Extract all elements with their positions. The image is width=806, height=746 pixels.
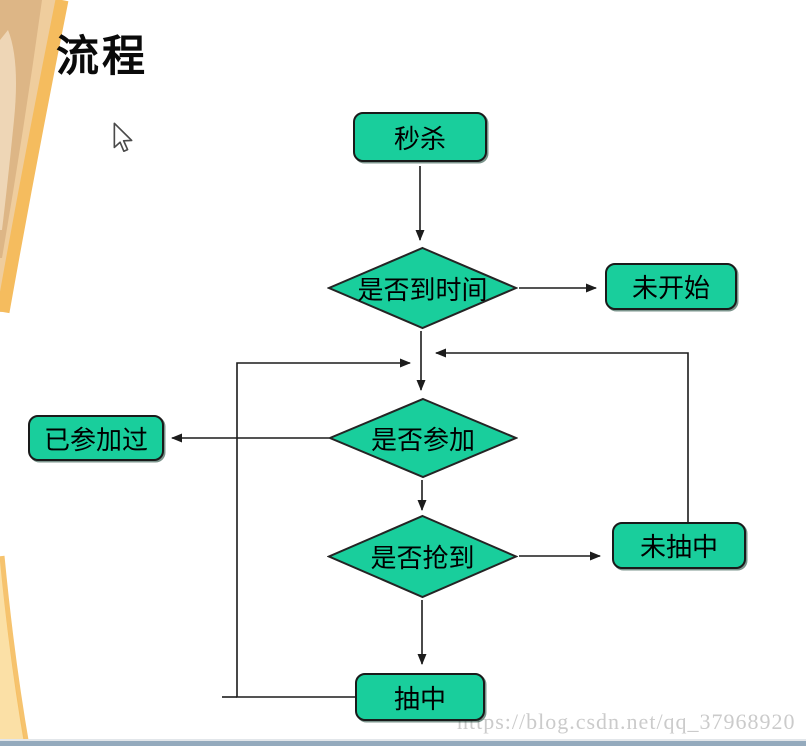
node-already-participated-label: 已参加过 [43,424,148,455]
node-time-check: 是否到时间 [327,246,518,330]
node-won: 抽中 [355,673,485,721]
bottom-divider-line [0,739,806,741]
node-not-won-label: 未抽中 [639,532,718,562]
node-not-won: 未抽中 [612,522,746,569]
node-time-check-label: 是否到时间 [357,274,488,305]
diamond-shape [327,514,518,599]
node-not-started: 未开始 [605,263,737,310]
node-already-participated: 已参加过 [28,415,164,461]
edge-notwon-loopback [435,348,689,522]
node-seckill: 秒杀 [353,112,487,162]
bottom-bar [0,741,806,746]
edge-won-loopback [236,358,411,698]
node-won-label: 抽中 [393,683,446,714]
mouse-cursor-icon [113,122,133,153]
node-participate-check: 是否参加 [328,397,518,479]
page-title: 流程 [56,33,148,81]
node-grab-check: 是否抢到 [327,514,518,599]
diamond-shape [328,397,518,479]
node-not-started-label: 未开始 [631,273,710,303]
csdn-watermark: https://blog.csdn.net/qq_37968920 [457,709,796,734]
left-ribbon-decoration [0,0,69,746]
node-seckill-label: 秒杀 [393,123,446,154]
node-grab-check-label: 是否抢到 [370,543,475,573]
diamond-shape [327,246,518,330]
node-participate-check-label: 是否参加 [370,424,475,455]
